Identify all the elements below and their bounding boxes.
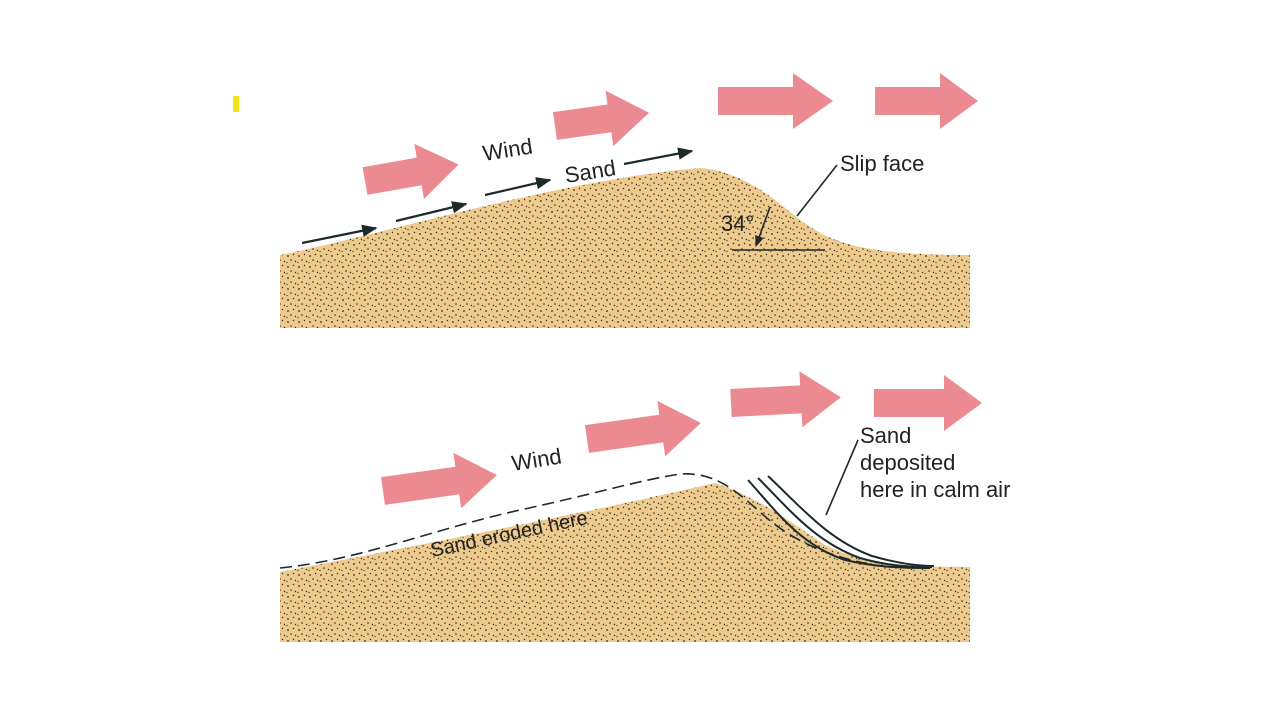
original-profile-dashed	[279, 473, 881, 569]
sand-flow-arrows	[301, 147, 694, 245]
top-panel: Wind Sand Slip face 34°	[280, 73, 978, 328]
slip-angle	[732, 164, 838, 251]
deposited-line-1: Sand	[860, 423, 911, 448]
sand-arrow	[395, 201, 468, 223]
top-dune	[280, 168, 970, 328]
slip-face-label: Slip face	[840, 151, 924, 176]
top-wind-label: Wind	[481, 133, 534, 166]
deposited-leader-line	[825, 439, 859, 516]
deposited-line-3: here in calm air	[860, 477, 1010, 502]
deposition-layers	[747, 475, 935, 569]
angle-label: 34°	[721, 211, 754, 236]
bottom-wind-arrows	[381, 371, 982, 509]
sand-arrow	[484, 177, 552, 197]
deposited-line-2: deposited	[860, 450, 955, 475]
wind-arrow	[585, 400, 701, 457]
bottom-wind-label: Wind	[510, 443, 563, 476]
wind-arrow	[718, 73, 833, 129]
bottom-dune	[280, 483, 970, 642]
wind-arrow	[381, 452, 497, 509]
wind-arrow	[553, 90, 650, 147]
bottom-panel: Wind Sand eroded here Sand deposited her…	[279, 371, 1010, 642]
wind-arrow	[874, 375, 982, 431]
yellow-marker	[233, 96, 239, 112]
wind-arrow	[875, 73, 978, 129]
sand-arrow	[301, 224, 378, 245]
sand-arrow	[623, 147, 694, 166]
wind-arrow	[730, 371, 841, 428]
deposited-label: Sand deposited here in calm air	[860, 423, 1010, 502]
wind-arrow	[362, 143, 459, 200]
top-wind-arrows	[362, 73, 978, 200]
